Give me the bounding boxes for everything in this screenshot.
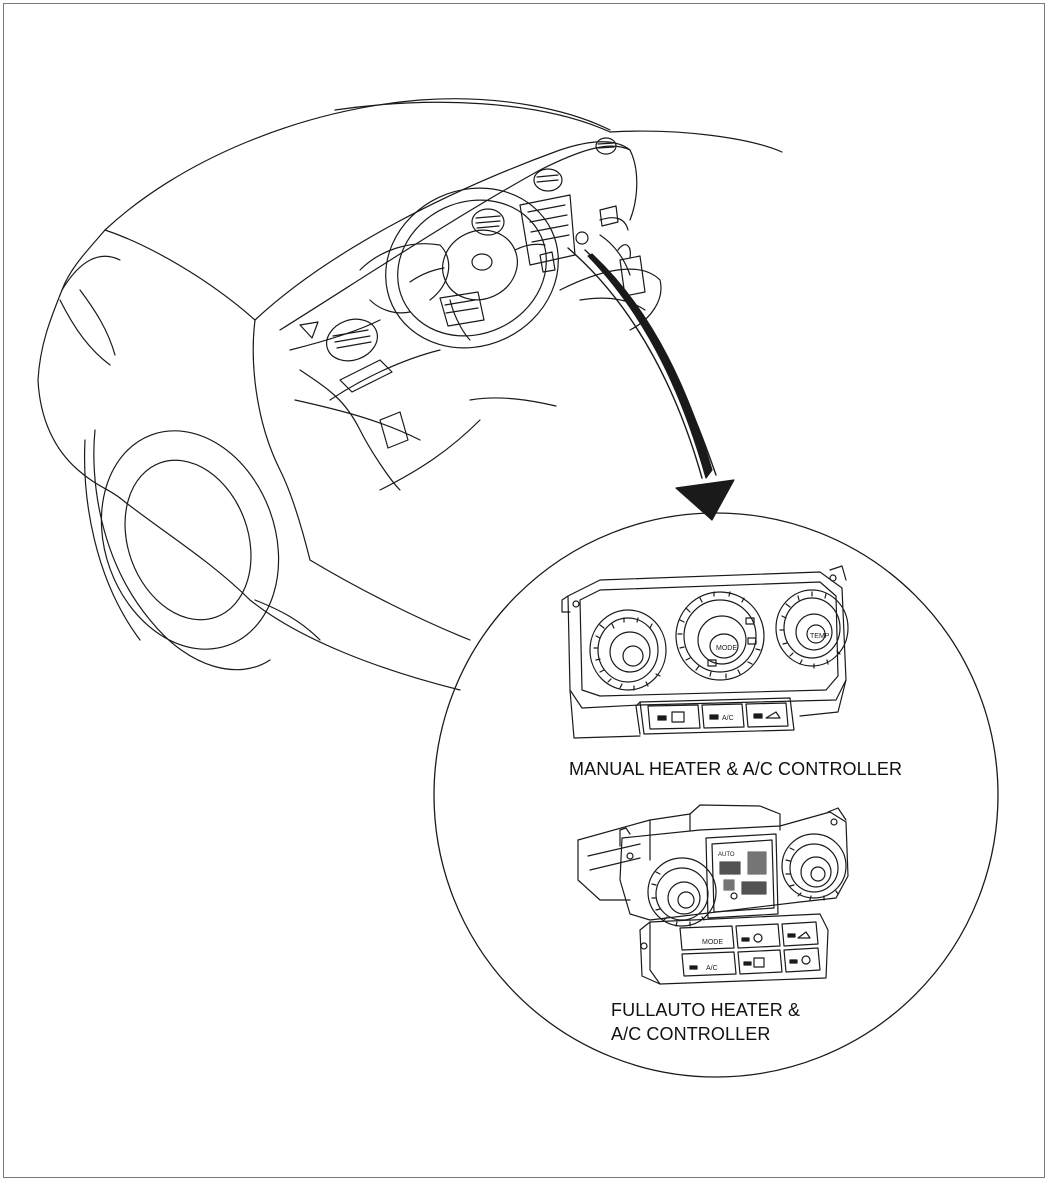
fullauto-right-knob	[781, 833, 847, 901]
left-air-vent	[299, 318, 378, 362]
fullauto-button-block: MODE A/C	[639, 913, 829, 985]
fan-speed-knob	[589, 609, 667, 691]
manual-controller-caption: MANUAL HEATER & A/C CONTROLLER	[569, 759, 903, 779]
manual-mode-label: MODE	[716, 645, 737, 652]
display-auto-label: AUTO	[718, 852, 735, 858]
callout-arrow	[567, 247, 735, 521]
manual-button-row: A/C	[635, 697, 795, 735]
center-air-vents	[471, 137, 617, 236]
figure-frame	[3, 3, 1045, 1178]
detail-circle	[433, 512, 999, 1078]
temperature-knob: TEMP	[775, 589, 849, 669]
mode-knob: MODE	[675, 591, 765, 681]
manual-controller-panel: MODE TEMP A/C	[561, 565, 849, 739]
manual-temp-label: TEMP	[810, 633, 830, 640]
fullauto-controller-caption-line1: FULLAUTO HEATER &	[611, 1000, 801, 1020]
climate-display: AUTO	[705, 833, 779, 919]
fullauto-controller-panel: AUTO MODE A/C	[577, 804, 849, 985]
fullauto-ac-button-label: A/C	[706, 965, 718, 972]
center-stack	[519, 194, 619, 273]
fullauto-mode-button-label: MODE	[702, 939, 723, 946]
manual-ac-button-label: A/C	[722, 715, 734, 722]
steering-wheel	[385, 187, 559, 349]
fullauto-controller-caption-line2: A/C CONTROLLER	[611, 1024, 771, 1044]
dashboard-outline	[279, 137, 662, 491]
car-body-outline	[37, 98, 783, 691]
